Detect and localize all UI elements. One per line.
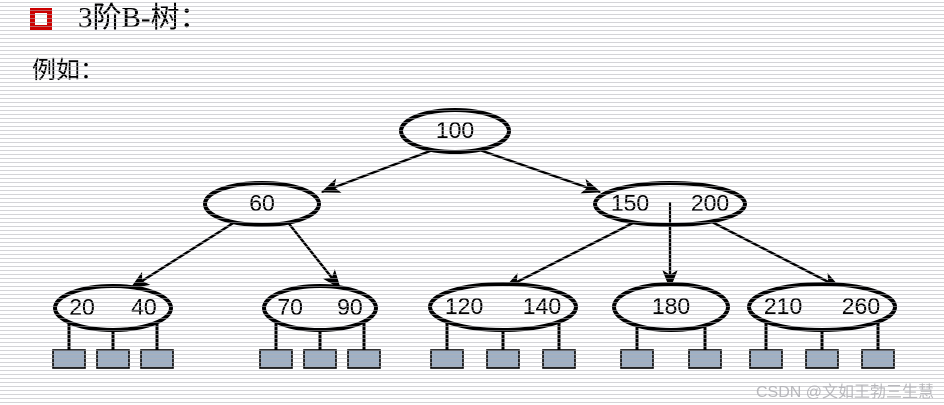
node-key-l3-0: 120: [445, 293, 483, 319]
node-key-n60-0: 60: [249, 190, 275, 216]
node-key-l5-1: 260: [842, 293, 880, 319]
tree-edge-n150-l3: [503, 220, 636, 290]
node-key-l1-1: 40: [131, 294, 157, 320]
record-box-l5-0: [749, 349, 783, 369]
node-key-l2-1: 90: [337, 294, 363, 320]
tree-edge-root-n60: [320, 146, 439, 194]
record-box-l3-1: [486, 349, 520, 369]
node-key-l5-0: 210: [764, 293, 802, 319]
node-key-n150-0: 150: [611, 190, 649, 216]
btree-node-root: 100: [399, 108, 511, 154]
record-box-l2-1: [303, 349, 337, 369]
tree-edge-n150-l5: [711, 220, 842, 290]
record-boxes-layer: [52, 349, 895, 369]
record-box-l5-1: [805, 349, 839, 369]
tree-edge-root-n150: [473, 146, 602, 194]
btree-node-l2: 70 90: [262, 284, 378, 332]
watermark: CSDN @文如王勃三生慧: [755, 384, 934, 401]
record-box-l1-2: [140, 349, 174, 369]
node-key-l2-0: 70: [277, 294, 303, 320]
record-box-l3-2: [542, 349, 576, 369]
record-box-l4-0: [620, 349, 654, 369]
record-box-l1-0: [52, 349, 86, 369]
node-key-root-0: 100: [436, 117, 474, 143]
record-box-l5-2: [861, 349, 895, 369]
record-box-l1-1: [96, 349, 130, 369]
record-box-l2-0: [259, 349, 293, 369]
node-key-l3-1: 140: [523, 293, 561, 319]
btree-node-n60: 60: [203, 181, 321, 227]
tree-edge-n60-l2: [285, 219, 341, 289]
tree-edge-n60-l1: [129, 218, 239, 290]
record-box-l2-2: [347, 349, 381, 369]
btree-node-n150: 150 200: [593, 181, 747, 227]
node-key-l4-0: 180: [652, 293, 690, 319]
record-box-l3-0: [430, 349, 464, 369]
btree-node-l5: 210 260: [747, 282, 897, 332]
btree-node-l3: 120 140: [428, 282, 578, 332]
record-box-l4-1: [688, 349, 722, 369]
btree-node-l4: 180: [612, 282, 730, 332]
node-key-n150-1: 200: [691, 190, 729, 216]
node-key-l1-0: 20: [69, 294, 95, 320]
